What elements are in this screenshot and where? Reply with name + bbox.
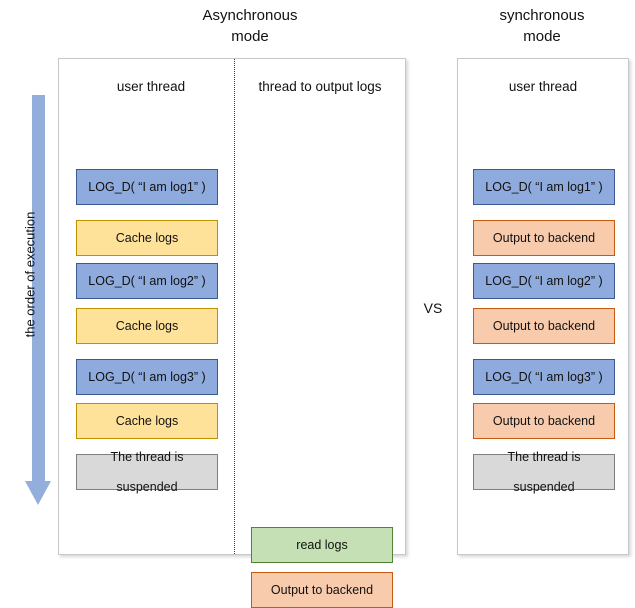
title-async-line2: mode xyxy=(231,28,269,45)
arrow-down-icon xyxy=(25,481,51,505)
log-statement-block: LOG_D( “I am log1” ) xyxy=(76,169,218,205)
title-sync-line1: synchronous xyxy=(499,7,585,24)
block-label-line: Output to backend xyxy=(270,582,374,597)
block-label-line: suspended xyxy=(513,479,575,494)
diagram-title-asynchronous: Asynchronous mode xyxy=(142,5,358,47)
execution-order-arrow: the order of execution xyxy=(8,95,54,515)
column-header-thread-to-output-logs: thread to output logs xyxy=(258,79,382,94)
thread-suspended-block: The thread is suspended xyxy=(76,450,218,494)
block-label-line: read logs xyxy=(296,537,348,552)
block-label-line: LOG_D( “I am log1” ) xyxy=(485,179,603,194)
log-statement-block: LOG_D( “I am log1” ) xyxy=(473,169,615,205)
arrow-shaft xyxy=(32,95,45,483)
asynchronous-mode-panel: user thread thread to output logs LOG_D(… xyxy=(58,58,406,608)
cache-logs-block: Cache logs xyxy=(76,220,218,256)
column-header-user-thread-async: user thread xyxy=(116,79,186,94)
cache-logs-block: Cache logs xyxy=(76,308,218,344)
cache-logs-block: Cache logs xyxy=(76,403,218,439)
output-to-backend-block: Output to backend xyxy=(473,403,615,439)
block-label-line: LOG_D( “I am log3” ) xyxy=(88,369,206,384)
output-to-backend-block: Output to backend xyxy=(251,572,393,608)
block-label-line: Output to backend xyxy=(492,230,596,245)
comparator-label: VS xyxy=(423,300,443,316)
block-label-line: Output to backend xyxy=(492,318,596,333)
block-label-line: The thread is xyxy=(110,449,184,464)
block-label-line: Cache logs xyxy=(115,413,179,428)
block-label-line: LOG_D( “I am log1” ) xyxy=(88,179,206,194)
block-label-line: Cache logs xyxy=(115,230,179,245)
output-to-backend-block: Output to backend xyxy=(473,220,615,256)
synchronous-mode-panel: user thread LOG_D( “I am log1” ) Output t… xyxy=(457,58,629,555)
block-label-line: The thread is xyxy=(507,449,581,464)
column-header-user-thread-sync: user thread xyxy=(508,79,578,94)
read-logs-block: read logs xyxy=(251,527,393,563)
log-statement-block: LOG_D( “I am log3” ) xyxy=(76,359,218,395)
block-label-line: LOG_D( “I am log3” ) xyxy=(485,369,603,384)
block-label-line: LOG_D( “I am log2” ) xyxy=(485,273,603,288)
log-statement-block: LOG_D( “I am log3” ) xyxy=(473,359,615,395)
block-label-line: Output to backend xyxy=(492,413,596,428)
block-label-line: Cache logs xyxy=(115,318,179,333)
block-label-line: suspended xyxy=(116,479,178,494)
column-divider xyxy=(234,59,235,554)
block-label-line: LOG_D( “I am log2” ) xyxy=(88,273,206,288)
log-statement-block: LOG_D( “I am log2” ) xyxy=(473,263,615,299)
diagram-title-synchronous: synchronous mode xyxy=(447,5,635,47)
title-sync-line2: mode xyxy=(523,28,561,45)
output-to-backend-block: Output to backend xyxy=(473,308,615,344)
thread-suspended-block: The thread is suspended xyxy=(473,450,615,494)
log-statement-block: LOG_D( “I am log2” ) xyxy=(76,263,218,299)
title-async-line1: Asynchronous xyxy=(202,7,298,24)
execution-order-label: the order of execution xyxy=(22,211,38,338)
